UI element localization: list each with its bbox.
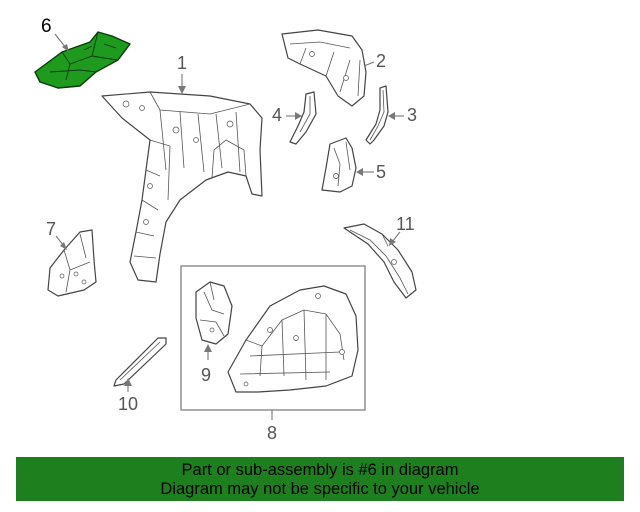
info-banner: Part or sub-assembly is #6 in diagram Di… xyxy=(16,457,624,501)
callout-11[interactable]: 11 xyxy=(396,214,415,234)
callout-8[interactable]: 8 xyxy=(267,423,278,443)
part-8-wheelhouse-assembly[interactable] xyxy=(227,285,359,393)
part-5-bracket[interactable] xyxy=(321,137,357,193)
part-7-bracket[interactable] xyxy=(47,229,97,297)
parts-diagram xyxy=(34,29,417,420)
banner-line-2: Diagram may not be specific to your vehi… xyxy=(160,480,480,498)
part-10-strip[interactable] xyxy=(113,337,167,387)
part-6-highlighted[interactable] xyxy=(34,31,131,89)
callout-10[interactable]: 10 xyxy=(118,394,139,414)
callout-6[interactable]: 6 xyxy=(41,16,52,37)
part-2-upper-reinforcement[interactable] xyxy=(281,29,367,107)
callout-3[interactable]: 3 xyxy=(407,105,418,125)
part-4-bracket[interactable] xyxy=(289,91,317,145)
part-11-rail[interactable] xyxy=(343,223,417,299)
callout-2[interactable]: 2 xyxy=(376,51,387,71)
callout-7[interactable]: 7 xyxy=(46,219,57,239)
callout-4[interactable]: 4 xyxy=(272,105,283,125)
callout-1[interactable]: 1 xyxy=(177,53,188,73)
part-1-quarter-inner-panel[interactable] xyxy=(101,91,263,283)
callout-5[interactable]: 5 xyxy=(376,162,387,182)
part-9-panel[interactable] xyxy=(195,281,233,345)
callout-9[interactable]: 9 xyxy=(201,365,212,385)
banner-line-1: Part or sub-assembly is #6 in diagram xyxy=(181,461,459,479)
sub-assembly-box xyxy=(180,265,366,411)
part-3-channel-strip[interactable] xyxy=(365,85,389,145)
